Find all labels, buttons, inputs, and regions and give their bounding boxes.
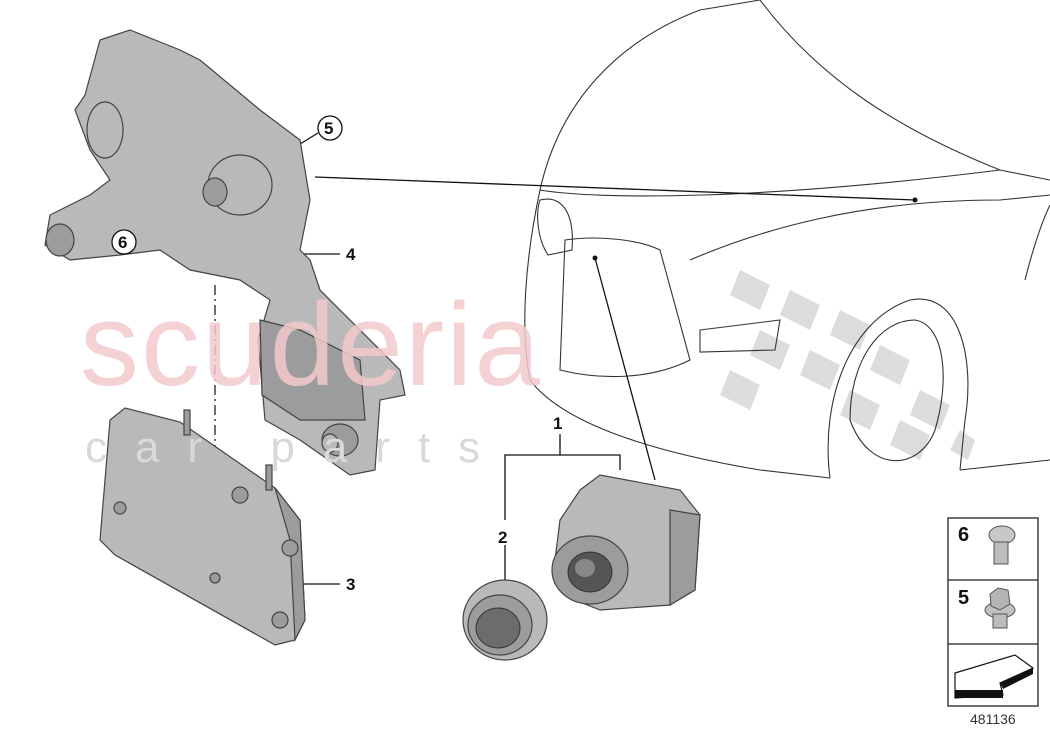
bracket-part	[44, 29, 406, 476]
callout-3[interactable]: 3	[346, 575, 355, 594]
leader-lines	[134, 132, 918, 590]
callout-1[interactable]: 1	[553, 414, 562, 433]
legend-number-5: 5	[958, 587, 969, 609]
callout-5[interactable]: 5	[324, 119, 333, 138]
torx-screw-icon	[988, 525, 1016, 565]
callout-6[interactable]: 6	[118, 233, 127, 252]
lens-ring-part	[462, 579, 548, 661]
checker-flag-watermark	[720, 270, 975, 460]
flange-nut-icon	[984, 587, 1016, 629]
hardware-legend: 6 5	[947, 517, 1039, 707]
callout-2[interactable]: 2	[498, 528, 507, 547]
watermark-brand: scuderia	[80, 279, 542, 411]
camera-part	[551, 474, 701, 611]
callout-5-circle	[317, 115, 343, 141]
vehicle-outline	[524, 0, 1050, 479]
arrow-left-icon	[954, 654, 1035, 699]
legend-number-6: 6	[958, 524, 969, 546]
callout-4[interactable]: 4	[346, 245, 356, 264]
callout-6-circle	[111, 229, 137, 255]
diagram-number: 481136	[970, 711, 1016, 727]
control-unit-part	[99, 407, 306, 646]
watermark-sub: car parts	[85, 423, 508, 472]
